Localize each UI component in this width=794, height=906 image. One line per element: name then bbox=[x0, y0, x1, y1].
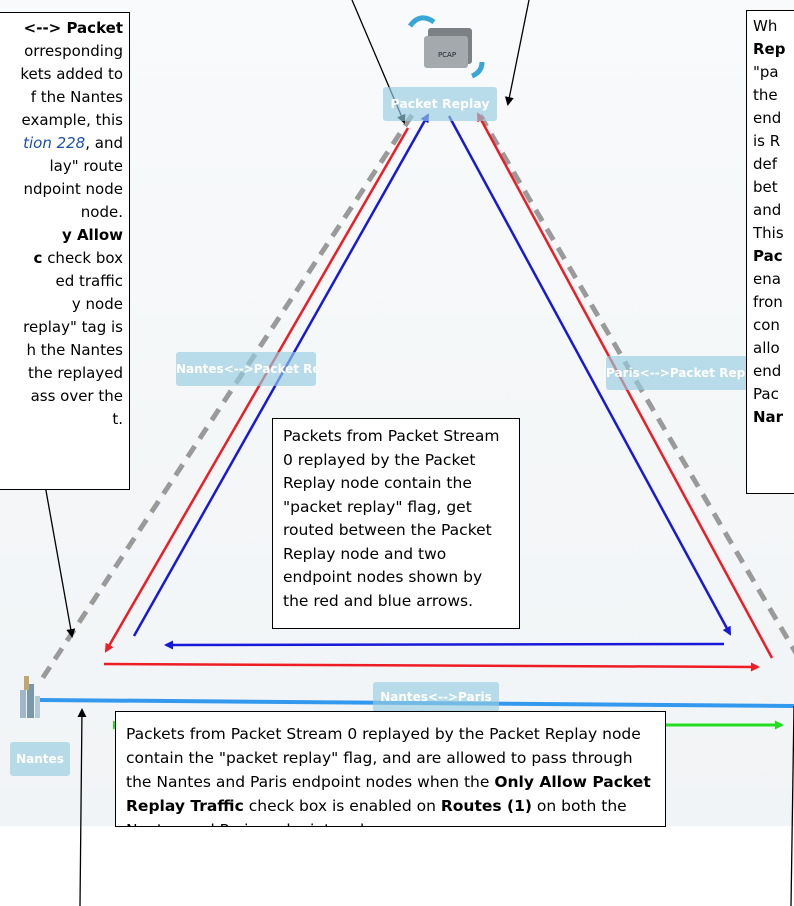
left-note-line: kets added to bbox=[20, 65, 123, 83]
blue-arrow-replay-to-paris bbox=[447, 115, 732, 636]
left-note-line: y Allow bbox=[61, 226, 123, 244]
right-note-line: bet bbox=[753, 178, 778, 196]
pointer-top-right bbox=[504, 0, 530, 106]
dashed-link-nantes-replay bbox=[35, 113, 415, 687]
right-note-line: def bbox=[753, 155, 778, 173]
right-note-line: Rep bbox=[753, 40, 786, 58]
section-link[interactable]: tion 228 bbox=[23, 134, 86, 152]
left-note-line: ed traffic bbox=[55, 272, 123, 290]
right-note-line: This bbox=[753, 224, 784, 242]
left-note-line: ndpoint node bbox=[23, 180, 124, 198]
pcap-folder-icon[interactable]: PCAP bbox=[407, 15, 485, 79]
left-note-line: f the Nantes bbox=[30, 88, 123, 106]
left-note-line: h the Nantes bbox=[26, 341, 123, 359]
right-note-line: end bbox=[753, 362, 782, 380]
right-note-line: "pa bbox=[753, 63, 779, 81]
left-note-line: check box bbox=[42, 249, 123, 267]
right-note-line: and bbox=[753, 201, 782, 219]
right-note-line: fron bbox=[753, 293, 783, 311]
bottom-note: Packets from Packet Stream 0 replayed by… bbox=[115, 711, 666, 827]
left-note-line: , and bbox=[85, 134, 123, 152]
right-note-line: Pac bbox=[753, 247, 783, 265]
left-note: <--> Packet orresponding kets added to f… bbox=[0, 12, 130, 490]
left-note-line: node. bbox=[80, 203, 123, 221]
left-note-line: y node bbox=[71, 295, 123, 313]
right-note-line: Pac bbox=[753, 385, 779, 403]
bottom-note-text: Packets from Packet Stream 0 replayed by… bbox=[126, 725, 641, 791]
right-note-line: ena bbox=[753, 270, 781, 288]
left-note-line: c bbox=[33, 249, 43, 267]
nantes-node-label[interactable]: Nantes bbox=[10, 742, 70, 776]
right-note-line: is R bbox=[753, 132, 781, 150]
right-note-line: allo bbox=[753, 339, 780, 357]
bottom-note-bold: Routes (1) bbox=[440, 797, 532, 815]
left-note-line: ass over the bbox=[30, 387, 123, 405]
bottom-note-text: on both the Nantes and Paris endpoint no… bbox=[126, 797, 627, 826]
pointer-left-note bbox=[44, 484, 76, 638]
center-note: Packets from Packet Stream 0 replayed by… bbox=[272, 418, 520, 629]
link-label-nantes-replay[interactable]: Nantes<-->Packet Replay bbox=[176, 352, 316, 386]
left-note-line: <--> Packet bbox=[23, 19, 123, 37]
left-note-line: lay" route bbox=[49, 157, 123, 175]
pcap-icon-text: PCAP bbox=[438, 51, 456, 59]
red-arrow-replay-to-nantes bbox=[104, 127, 410, 653]
pointer-bottom-left bbox=[77, 708, 87, 906]
right-note-line: con bbox=[753, 316, 780, 334]
right-note-line: Nar bbox=[753, 408, 784, 426]
left-note-line: t. bbox=[112, 410, 123, 428]
link-label-paris-replay[interactable]: Paris<-->Packet Replay bbox=[606, 356, 754, 390]
right-note-line: the bbox=[753, 86, 778, 104]
blue-arrow-paris-to-nantes bbox=[164, 640, 725, 650]
center-note-text: Packets from Packet Stream 0 replayed by… bbox=[283, 427, 500, 610]
left-note-line: example, this bbox=[21, 111, 123, 129]
right-note-line: Wh bbox=[753, 17, 778, 35]
left-note-line: orresponding bbox=[24, 42, 123, 60]
left-note-line: the replayed bbox=[28, 364, 123, 382]
left-note-line: replay" tag is bbox=[23, 318, 123, 336]
bottom-note-text: check box is enabled on bbox=[243, 797, 441, 815]
red-arrow-nantes-to-paris bbox=[103, 662, 760, 672]
packet-replay-node-label[interactable]: Packet Replay bbox=[383, 87, 497, 121]
link-label-nantes-paris[interactable]: Nantes<-->Paris bbox=[373, 682, 499, 712]
right-note-line: end bbox=[753, 109, 782, 127]
bottom-note-bold: Only Allow Packet Replay Traffic bbox=[126, 773, 651, 815]
right-note: Wh Rep "pa the end is R def bet and This… bbox=[746, 10, 794, 494]
city-building-icon[interactable] bbox=[20, 676, 40, 718]
